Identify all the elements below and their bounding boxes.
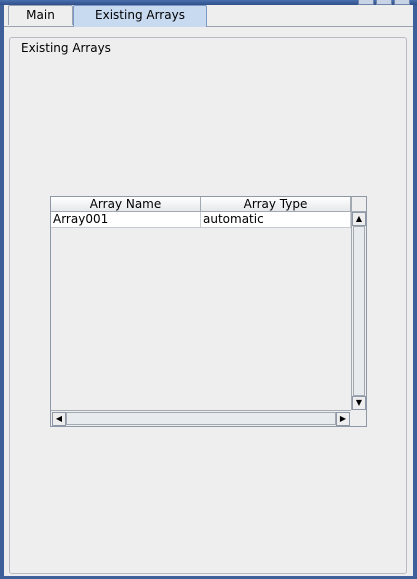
window-frame-bottom (0, 576, 417, 579)
window-frame-left (0, 5, 4, 579)
table-body: Array001 automatic (51, 212, 351, 228)
arrow-right-icon[interactable]: ▶ (336, 412, 350, 426)
close-button[interactable] (394, 0, 410, 5)
arrays-table-scrollpane: Array Name Array Type Array001 automatic… (50, 196, 367, 427)
horizontal-scroll-thumb[interactable] (66, 412, 336, 425)
vertical-scroll-thumb[interactable] (353, 226, 365, 396)
minimize-button[interactable] (358, 0, 374, 5)
horizontal-scrollbar[interactable]: ◀ ▶ (51, 410, 351, 426)
arrow-up-icon[interactable]: ▲ (352, 212, 366, 226)
window-titlebar[interactable] (0, 0, 417, 5)
arrow-left-icon[interactable]: ◀ (52, 412, 66, 426)
maximize-button[interactable] (376, 0, 392, 5)
header-corner (351, 197, 366, 212)
table-row[interactable]: Array001 automatic (51, 212, 351, 228)
tab-bar: Main Existing Arrays (4, 5, 413, 27)
vertical-scrollbar[interactable]: ▲ ▼ (351, 212, 366, 410)
arrays-table-viewport: Array Name Array Type Array001 automatic (51, 197, 351, 410)
vertical-scroll-track[interactable] (352, 226, 366, 396)
tab-main[interactable]: Main (8, 5, 73, 25)
window-frame-right (413, 5, 417, 579)
cell-array-name[interactable]: Array001 (51, 212, 201, 228)
horizontal-scroll-track[interactable] (66, 412, 336, 426)
existing-arrays-panel: Existing Arrays Array Name Array Type Ar… (4, 27, 413, 576)
tab-main-label: Main (26, 8, 55, 22)
column-header-array-type[interactable]: Array Type (201, 197, 351, 212)
table-header: Array Name Array Type (51, 197, 351, 212)
column-header-array-name[interactable]: Array Name (51, 197, 201, 212)
arrow-down-icon[interactable]: ▼ (352, 396, 366, 410)
cell-array-type[interactable]: automatic (201, 212, 351, 228)
groupbox-title: Existing Arrays (19, 41, 113, 55)
existing-arrays-groupbox: Existing Arrays (9, 37, 407, 574)
scrollbar-corner (351, 410, 366, 426)
tab-existing-arrays-label: Existing Arrays (95, 8, 185, 22)
tab-existing-arrays[interactable]: Existing Arrays (73, 5, 207, 27)
